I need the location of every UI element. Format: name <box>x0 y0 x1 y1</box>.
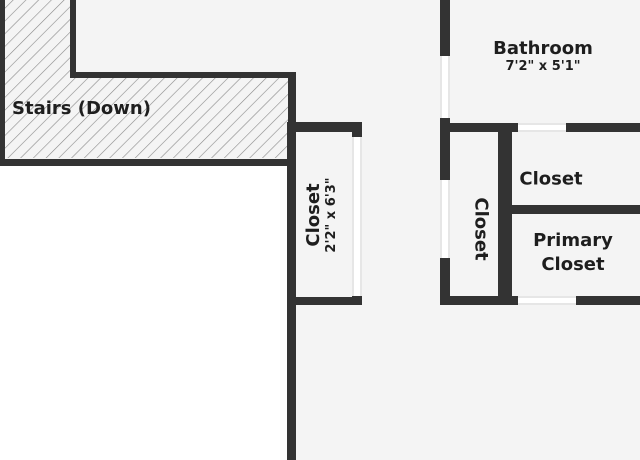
top-closet-label: Closet <box>519 168 583 191</box>
bathroom-label: Bathroom 7'2" x 5'1" <box>493 38 593 75</box>
right-block-doors <box>440 56 576 305</box>
top-closet-name: Closet <box>519 168 583 190</box>
vertical-closet-label: Closet <box>470 197 491 260</box>
hall-closet-name: Closet <box>303 183 325 247</box>
right-block-walls <box>440 0 640 305</box>
bathroom-name: Bathroom <box>493 38 593 60</box>
hall-closet-door <box>352 137 362 296</box>
hall-closet-label: Closet 2'2" x 6'3" <box>303 177 340 253</box>
stairs-hatch <box>4 0 288 158</box>
vertical-closet-name: Closet <box>470 197 492 261</box>
primary-closet-line1: Primary <box>533 229 613 251</box>
bathroom-dimensions: 7'2" x 5'1" <box>505 58 581 74</box>
primary-closet-label: Primary Closet <box>533 229 613 275</box>
stairs-walls <box>0 0 296 166</box>
hall-closet-walls <box>287 122 362 460</box>
hall-closet-dimensions: 2'2" x 6'3" <box>323 177 339 253</box>
primary-closet-line2: Closet <box>541 253 605 275</box>
stairs-name: Stairs (Down) <box>12 98 151 119</box>
floor-hall <box>293 75 640 460</box>
stairs-label: Stairs (Down) <box>12 98 151 120</box>
